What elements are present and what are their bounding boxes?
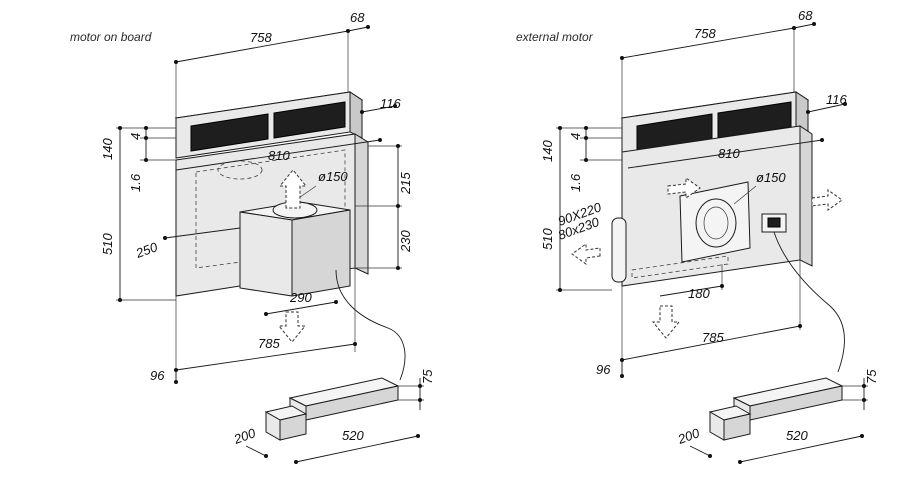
dimension-215-230: 215 230 — [355, 144, 413, 270]
dim-140: 140 — [100, 138, 115, 160]
motor-box — [239, 169, 351, 297]
dimension-116-left: 116 — [360, 96, 401, 114]
dim-520: 520 — [342, 428, 364, 443]
airflow-arrows-right — [571, 177, 843, 339]
power-cable-right — [773, 231, 845, 373]
dim-785: 785 — [258, 336, 280, 351]
connector-box — [761, 213, 787, 233]
dim-140-right: 140 — [540, 140, 555, 162]
dim-75: 75 — [420, 369, 435, 384]
dimension-75-200-520-right: 75 200 520 — [675, 369, 879, 464]
motor-on-board-view: motor on board 758 68 116 — [70, 10, 435, 464]
dim-520-right: 520 — [786, 428, 808, 443]
dimension-75-200-520: 75 200 520 — [231, 369, 435, 464]
dimension-vertical-stack-left: 4 140 1.6 510 — [100, 126, 176, 302]
dim-75-right: 75 — [864, 369, 879, 384]
dim-116: 116 — [380, 96, 401, 111]
dim-116-right: 116 — [826, 92, 847, 107]
dimension-785-96-right: 785 96 — [596, 260, 802, 378]
hood-top-unit — [174, 91, 364, 161]
dim-dia-150-right: ø150 — [756, 170, 786, 185]
dim-4-right: 4 — [568, 133, 583, 140]
dim-180: 180 — [688, 286, 710, 301]
dim-510-right: 510 — [540, 228, 555, 250]
dimension-785-96: 785 96 — [150, 268, 357, 384]
power-unit-box — [264, 377, 400, 441]
dim-290: 290 — [289, 290, 312, 305]
power-unit-box-right — [708, 377, 844, 441]
dim-215: 215 — [398, 172, 413, 195]
dim-1-6: 1.6 — [128, 173, 143, 192]
dim-810: 810 — [268, 148, 290, 163]
side-outlet — [611, 217, 627, 283]
dim-1-6-right: 1.6 — [568, 173, 583, 192]
dim-200-right: 200 — [675, 425, 702, 447]
dim-96: 96 — [150, 368, 165, 383]
dim-758-right: 758 — [694, 26, 716, 41]
dimension-810-right: 810 — [627, 138, 824, 169]
hood-top-unit-right — [620, 91, 810, 159]
dimension-116-right: 116 — [806, 92, 847, 114]
dim-810-right: 810 — [718, 146, 740, 161]
dim-dia-150: ø150 — [318, 169, 348, 184]
dim-510: 510 — [100, 233, 115, 255]
dimension-180: 180 — [659, 264, 724, 301]
dimension-vertical-stack-right: 4 140 1.6 510 — [540, 126, 622, 292]
dim-96-right: 96 — [596, 362, 611, 377]
dim-785-right: 785 — [702, 330, 724, 345]
dim-68: 68 — [350, 10, 365, 25]
dimension-810-left: 810 ø150 — [175, 138, 382, 201]
external-motor-view: external motor 758 68 116 — [516, 8, 879, 464]
dimension-758-68: 758 68 — [174, 10, 370, 118]
power-cable — [335, 269, 406, 381]
outlet-labels: 90X220 80x230 — [556, 199, 604, 243]
dim-758: 758 — [250, 30, 272, 45]
caption-external-motor: external motor — [516, 30, 594, 44]
dim-68-right: 68 — [798, 8, 813, 23]
dim-200: 200 — [231, 425, 258, 447]
dim-250: 250 — [133, 239, 160, 261]
airflow-down-arrow — [277, 311, 307, 343]
dimension-758-68-right: 758 68 — [620, 8, 816, 118]
duct-flange: ø150 — [679, 170, 786, 263]
caption-motor-on-board: motor on board — [70, 30, 152, 44]
dim-230: 230 — [398, 230, 413, 253]
dim-4: 4 — [128, 133, 143, 140]
